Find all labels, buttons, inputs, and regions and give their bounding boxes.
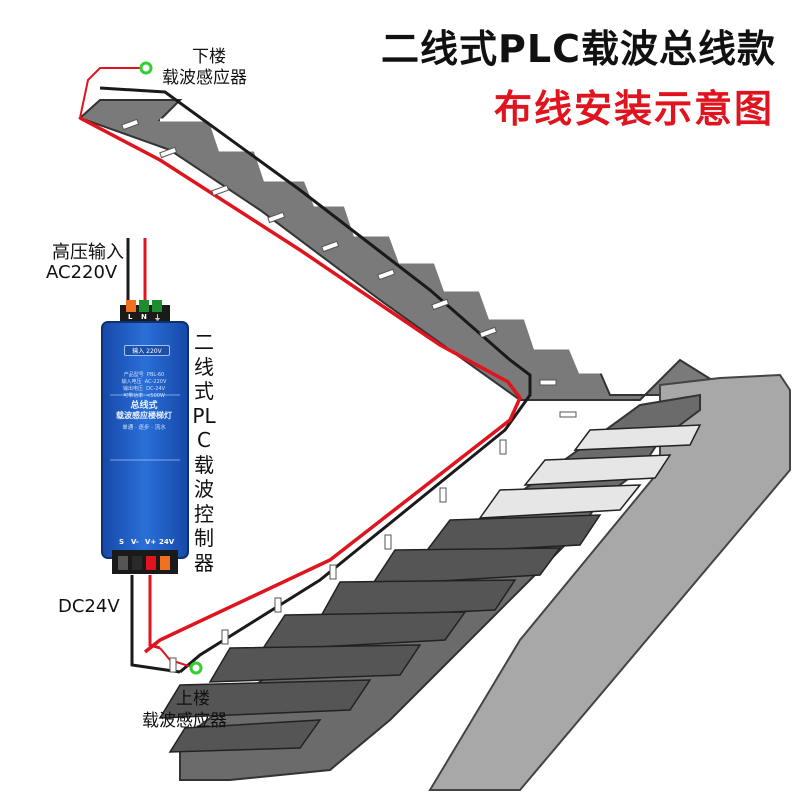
strip-connector — [267, 211, 286, 224]
strip-connector — [211, 184, 230, 197]
terminal-N — [139, 300, 149, 312]
strip-connector — [559, 411, 577, 418]
strip-connector — [431, 298, 450, 311]
terminal-label-S: S — [119, 538, 125, 546]
step-tread — [423, 514, 602, 554]
upstairs-label: 上楼 — [176, 689, 210, 709]
terminal-label-L: L — [128, 313, 133, 321]
strip-connector — [169, 657, 177, 673]
step-tread — [478, 484, 642, 519]
strip-connector — [499, 439, 507, 455]
dc-output-label: DC24V — [58, 596, 120, 617]
downstairs-label: 下楼 — [192, 47, 226, 67]
light-strip-connectors — [121, 118, 577, 673]
step-tread — [318, 579, 517, 619]
terminal-label-V-plus: V+ — [145, 538, 157, 546]
strip-connector — [329, 564, 337, 580]
strip-connector — [321, 240, 340, 253]
step-tread — [370, 547, 562, 586]
terminal-S — [118, 556, 128, 570]
plc-controller-device — [101, 300, 189, 574]
strip-connector — [274, 597, 282, 613]
downstairs-sensor-icon — [139, 61, 153, 75]
strip-connector — [479, 326, 498, 339]
downstairs-sensor-label: 载波感应器 — [162, 68, 247, 88]
device-modes: 单通 · 逐步 · 流水 — [122, 425, 166, 431]
strip-connector — [221, 629, 229, 645]
red-bus-wire — [79, 116, 523, 654]
controller-vertical-label: 二线式PLC载波控制器 — [192, 330, 216, 575]
lower-stair-flight — [158, 393, 702, 781]
step-tread — [573, 424, 702, 451]
diagram-title: 二线式PLC载波总线款 — [381, 27, 776, 71]
device-spec-lines: 产品型号 PBL-60 输入电压 AC-220V 输出电压 DC-24V 可带功… — [121, 372, 167, 399]
red-dc-wire — [148, 575, 161, 650]
device-name-line2: 载波感应楼梯灯 — [116, 411, 172, 420]
high-voltage-label: 高压输入 — [52, 242, 124, 263]
stair-side-wall — [428, 373, 791, 791]
upstairs-sensor-label: 载波感应器 — [142, 711, 227, 731]
downstairs-sensor-lead — [79, 67, 143, 119]
terminal-label-V-minus: V- — [131, 538, 139, 546]
step-tread — [208, 644, 422, 683]
ac-voltage-label: AC220V — [46, 262, 118, 283]
strip-connector — [539, 379, 557, 386]
terminal-label-24V: 24V — [159, 538, 175, 546]
device-input-rating: 输入 220V — [124, 345, 170, 356]
step-tread — [168, 719, 322, 753]
stair-side-stringer — [428, 373, 791, 791]
step-tread — [158, 679, 372, 719]
terminal-L — [126, 300, 136, 312]
upper-stair-treads — [160, 118, 620, 374]
strip-connector — [384, 534, 392, 550]
step-tread — [260, 611, 467, 651]
terminal-label-ground: ⏚ — [154, 314, 161, 322]
controller-body — [101, 321, 189, 559]
upstairs-sensor-icon — [189, 661, 203, 675]
terminal-ground — [152, 300, 162, 312]
terminal-24V — [160, 556, 170, 570]
step-tread — [523, 454, 672, 486]
terminal-V-plus — [146, 556, 156, 570]
strip-connector — [439, 487, 447, 503]
diagram-subtitle: 布线安装示意图 — [493, 87, 774, 131]
strip-connector — [121, 118, 140, 131]
terminal-V-minus — [132, 556, 142, 570]
terminal-label-N: N — [141, 313, 147, 321]
black-dc-wire — [130, 575, 181, 674]
strip-connector — [159, 146, 178, 159]
strip-connector — [377, 268, 396, 281]
device-name-line1: 总线式 — [130, 401, 158, 411]
